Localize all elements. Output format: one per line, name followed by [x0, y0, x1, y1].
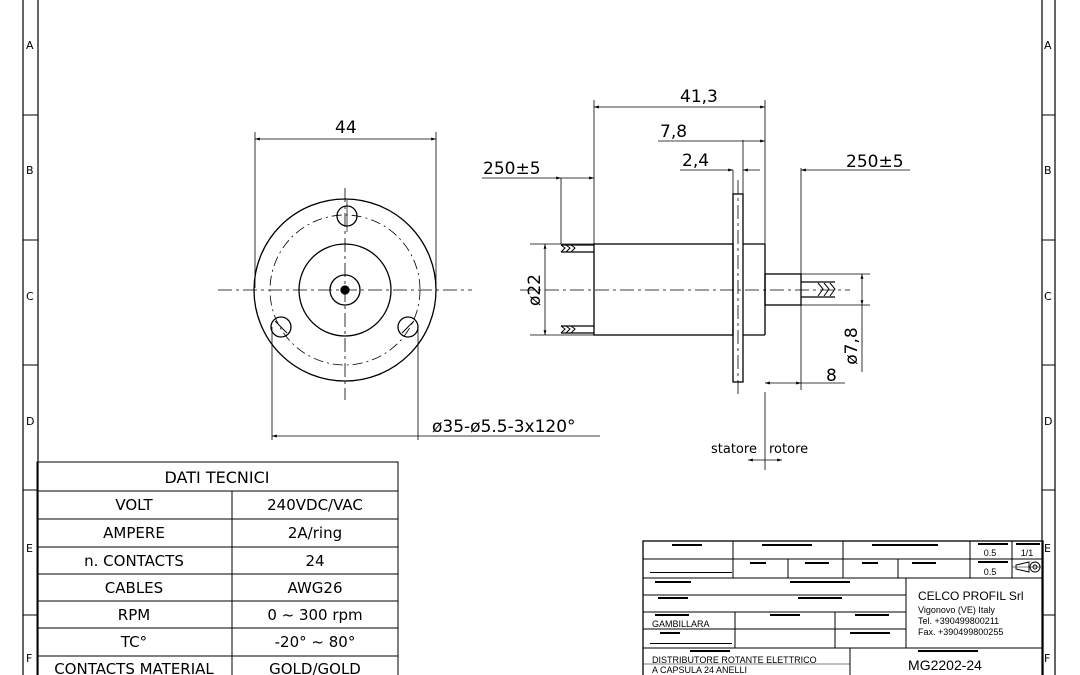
- zone-d-right: D: [1044, 415, 1052, 428]
- dim-bolt-circle: ø35-ø5.5-3x120°: [432, 417, 576, 437]
- dim-overall-length: 41,3: [680, 87, 718, 107]
- company-address: Vigonovo (VE) Italy: [918, 605, 995, 615]
- zone-b-left: B: [26, 164, 34, 177]
- scale-bottom: 0.5: [984, 567, 997, 577]
- zone-a-right: A: [1044, 39, 1052, 52]
- company-tel: Tel. +390499800211: [918, 616, 999, 626]
- dim-cable-left: 250±5: [483, 159, 541, 179]
- spec-label-volt: VOLT: [115, 496, 153, 514]
- specs-rows: VOLT 240VDC/VAC AMPERE 2A/ring n. CONTAC…: [54, 496, 363, 675]
- spec-label-contacts: n. CONTACTS: [84, 552, 184, 570]
- label-rotor: rotore: [769, 442, 808, 457]
- spec-value-contacts-material: GOLD/GOLD: [269, 660, 361, 675]
- description-line-2: A CAPSULA 24 ANELLI: [652, 665, 747, 675]
- zone-d-left: D: [26, 415, 34, 428]
- side-view-dimensions: [482, 100, 910, 470]
- company-fax: Fax. +390499800255: [918, 627, 1003, 637]
- specs-title: DATI TECNICI: [165, 468, 270, 487]
- title-block-header-marks: [650, 543, 1040, 652]
- spec-value-volt: 240VDC/VAC: [267, 496, 363, 514]
- company-name: CELCO PROFIL Srl: [918, 589, 1024, 603]
- zone-e-right: E: [1044, 542, 1051, 555]
- specs-table: [36, 461, 399, 675]
- dim-front-width: 44: [335, 118, 357, 138]
- spec-label-cables: CABLES: [105, 579, 163, 597]
- drawn-by: GAMBILLARA: [652, 619, 710, 629]
- spec-value-cables: AWG26: [288, 579, 343, 597]
- zone-c-right: C: [1044, 290, 1052, 303]
- zone-b-right: B: [1044, 164, 1052, 177]
- front-view: [218, 132, 600, 440]
- side-view: [520, 180, 850, 395]
- zone-f-right: F: [1044, 652, 1050, 665]
- spec-label-ampere: AMPERE: [103, 524, 165, 542]
- zone-e-left: E: [26, 542, 33, 555]
- description-line-1: DISTRIBUTORE ROTANTE ELETTRICO: [652, 655, 817, 665]
- dim-cable-right: 250±5: [846, 152, 904, 172]
- zone-f-left: F: [26, 652, 32, 665]
- drawing-number: MG2202-24: [908, 657, 982, 673]
- spec-label-contacts-material: CONTACTS MATERIAL: [54, 660, 214, 675]
- dim-flange-offset: 7,8: [660, 122, 687, 142]
- spec-value-tc: -20° ~ 80°: [275, 633, 356, 651]
- zone-c-left: C: [26, 290, 34, 303]
- spec-value-rpm: 0 ~ 300 rpm: [267, 606, 362, 624]
- spec-value-contacts: 24: [305, 552, 324, 570]
- zone-a-left: A: [26, 39, 34, 52]
- title-block: [642, 540, 1044, 675]
- dim-body-diameter: ø22: [525, 274, 545, 306]
- label-stator: statore: [711, 442, 757, 457]
- scale-top: 0.5: [984, 548, 997, 558]
- projection-symbol-icon: [1012, 561, 1041, 573]
- spec-value-ampere: 2A/ring: [288, 524, 342, 542]
- dim-shaft-diameter: ø7,8: [842, 327, 862, 364]
- dim-shaft-length: 8: [826, 366, 837, 386]
- drawing-frame: [22, 0, 1056, 675]
- spec-label-rpm: RPM: [118, 606, 150, 624]
- dim-flange-thickness: 2,4: [682, 151, 709, 171]
- scale-fraction: 1/1: [1021, 548, 1034, 558]
- spec-label-tc: TC°: [120, 633, 147, 651]
- zone-labels: A B C D E F A B C D E F: [26, 39, 1052, 665]
